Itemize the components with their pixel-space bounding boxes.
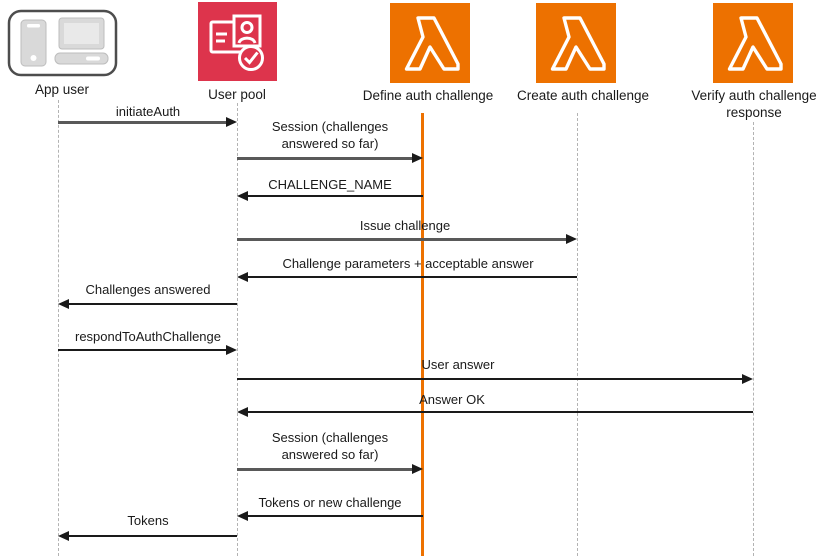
arrowhead-icon	[566, 234, 577, 244]
arrowhead-icon	[412, 153, 423, 163]
message-label: CHALLENGE_NAME	[268, 177, 392, 192]
message-label: Session (challenges answered so far)	[271, 119, 389, 151]
lifeline-user-pool	[237, 103, 238, 556]
message-label: Session (challenges answered so far)	[271, 430, 389, 462]
arrowhead-icon	[237, 511, 248, 521]
lifeline-verify-auth-challenge-response	[753, 122, 754, 556]
lambda-icon	[713, 3, 793, 83]
actor-label-create-auth-challenge: Create auth challenge	[516, 88, 650, 103]
arrowhead-icon	[226, 345, 237, 355]
lifeline-define-auth-challenge-active	[421, 113, 424, 556]
lambda-icon	[390, 3, 470, 83]
arrowhead-icon	[412, 464, 423, 474]
actor-label-app-user: App user	[34, 82, 90, 97]
lifeline-app-user	[58, 100, 59, 556]
message-arrow	[246, 515, 423, 517]
message-label: Challenge parameters + acceptable answer	[282, 256, 534, 271]
arrowhead-icon	[58, 299, 69, 309]
message-arrow	[246, 276, 577, 278]
arrowhead-icon	[742, 374, 753, 384]
devices-icon	[7, 9, 118, 77]
message-arrow	[237, 378, 744, 380]
message-arrow	[237, 157, 414, 160]
message-arrow	[58, 121, 228, 124]
message-arrow	[246, 195, 423, 197]
message-label: initiateAuth	[115, 104, 181, 119]
arrowhead-icon	[58, 531, 69, 541]
message-label: respondToAuthChallenge	[75, 329, 221, 344]
message-arrow	[67, 303, 237, 305]
message-label: Issue challenge	[359, 218, 451, 233]
user-pool-icon	[198, 2, 277, 81]
arrowhead-icon	[237, 407, 248, 417]
lifeline-create-auth-challenge	[577, 113, 578, 556]
message-arrow	[237, 238, 568, 241]
message-arrow	[246, 411, 753, 413]
message-label: Challenges answered	[85, 282, 211, 297]
lambda-icon	[536, 3, 616, 83]
message-arrow	[67, 535, 237, 537]
message-label: Answer OK	[419, 392, 485, 407]
actor-label-user-pool: User pool	[208, 87, 266, 102]
actor-label-verify-auth-challenge-response: Verify auth challenge response	[691, 88, 817, 120]
arrowhead-icon	[226, 117, 237, 127]
message-arrow	[58, 349, 228, 351]
message-label: User answer	[421, 357, 495, 372]
arrowhead-icon	[237, 191, 248, 201]
message-label: Tokens	[127, 513, 169, 528]
actor-label-define-auth-challenge: Define auth challenge	[362, 88, 494, 103]
message-label: Tokens or new challenge	[258, 495, 402, 510]
arrowhead-icon	[237, 272, 248, 282]
message-arrow	[237, 468, 414, 471]
